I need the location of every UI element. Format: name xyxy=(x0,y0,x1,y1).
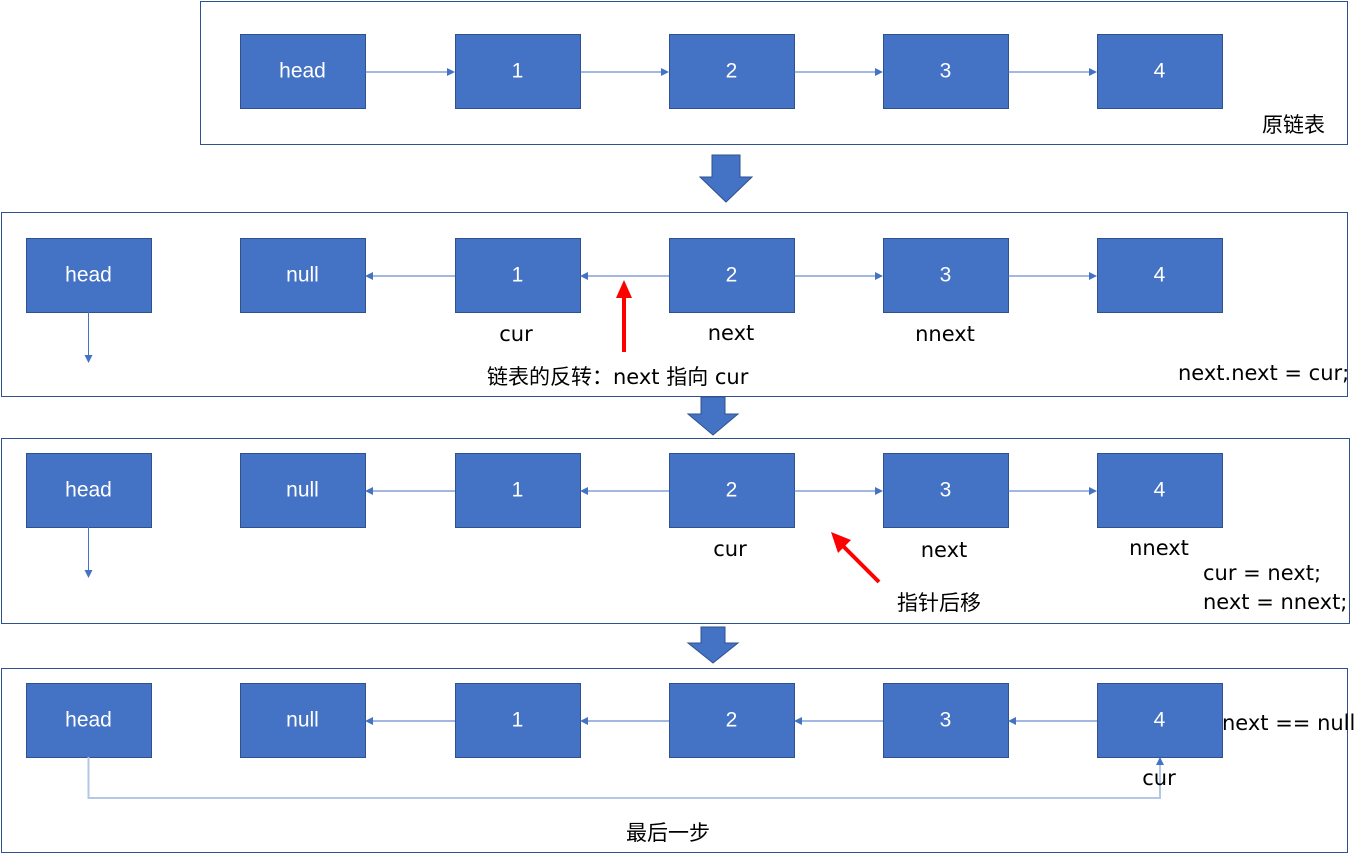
list-node-null xyxy=(240,683,366,758)
cur-label: cur xyxy=(713,537,747,561)
list-node-head xyxy=(26,453,152,528)
list-node-4 xyxy=(1097,683,1223,758)
code-line-2: next = nnext; xyxy=(1203,590,1347,614)
head-to-new-head-connector xyxy=(87,757,1164,799)
node-label: 1 xyxy=(512,60,524,83)
next-label: next xyxy=(708,321,755,345)
node-label: 3 xyxy=(940,709,952,732)
list-node-head xyxy=(26,683,152,758)
panel-caption: 最后一步 xyxy=(626,821,710,845)
nnext-label: nnext xyxy=(915,322,975,346)
down-arrow-icon xyxy=(686,396,740,436)
nnext-label: nnext xyxy=(1129,536,1189,560)
node-label: null xyxy=(286,264,319,287)
code-snippet: next.next = cur; xyxy=(1178,361,1349,385)
code-line-1: cur = next; xyxy=(1203,561,1321,585)
node-label: 4 xyxy=(1154,60,1166,83)
down-arrow-icon xyxy=(698,154,754,203)
list-node-1 xyxy=(455,238,581,313)
panel-caption: 原链表 xyxy=(1262,113,1325,137)
node-label: 3 xyxy=(940,479,952,502)
down-arrow-icon xyxy=(686,626,740,664)
node-label: head xyxy=(279,60,326,83)
red-up-arrow-icon xyxy=(616,280,632,352)
list-node-head xyxy=(26,238,152,313)
list-node-3 xyxy=(883,683,1009,758)
node-label: 2 xyxy=(726,709,738,732)
node-label: 2 xyxy=(726,479,738,502)
list-node-1 xyxy=(455,453,581,528)
list-node-2 xyxy=(669,238,795,313)
list-node-null xyxy=(240,453,366,528)
list-node-1 xyxy=(455,683,581,758)
node-label: 3 xyxy=(940,264,952,287)
list-node-4 xyxy=(1097,34,1223,109)
condition-label: next == null xyxy=(1222,711,1355,735)
node-label: head xyxy=(65,709,112,732)
node-label: head xyxy=(65,264,112,287)
list-node-null xyxy=(240,238,366,313)
list-node-2 xyxy=(669,453,795,528)
list-node-4 xyxy=(1097,453,1223,528)
node-label: 2 xyxy=(726,60,738,83)
cur-label: cur xyxy=(499,322,533,346)
node-label: null xyxy=(286,709,319,732)
reverse-annotation: 链表的反转：next 指向 cur xyxy=(487,365,749,389)
list-node-head xyxy=(240,34,366,109)
list-node-1 xyxy=(455,34,581,109)
node-label: 2 xyxy=(726,264,738,287)
list-node-2 xyxy=(669,683,795,758)
node-label: null xyxy=(286,479,319,502)
node-label: 1 xyxy=(512,479,524,502)
node-label: 1 xyxy=(512,264,524,287)
list-node-2 xyxy=(669,34,795,109)
next-label: next xyxy=(921,538,968,562)
node-label: 4 xyxy=(1154,709,1166,732)
node-label: head xyxy=(65,479,112,502)
list-node-3 xyxy=(883,34,1009,109)
node-label: 4 xyxy=(1154,264,1166,287)
node-label: 4 xyxy=(1154,479,1166,502)
advance-annotation: 指针后移 xyxy=(897,591,981,615)
node-label: 3 xyxy=(940,60,952,83)
node-label: 1 xyxy=(512,709,524,732)
list-node-3 xyxy=(883,238,1009,313)
list-node-4 xyxy=(1097,238,1223,313)
red-diagonal-arrow-icon xyxy=(831,532,881,584)
cur-label: cur xyxy=(1142,766,1176,790)
